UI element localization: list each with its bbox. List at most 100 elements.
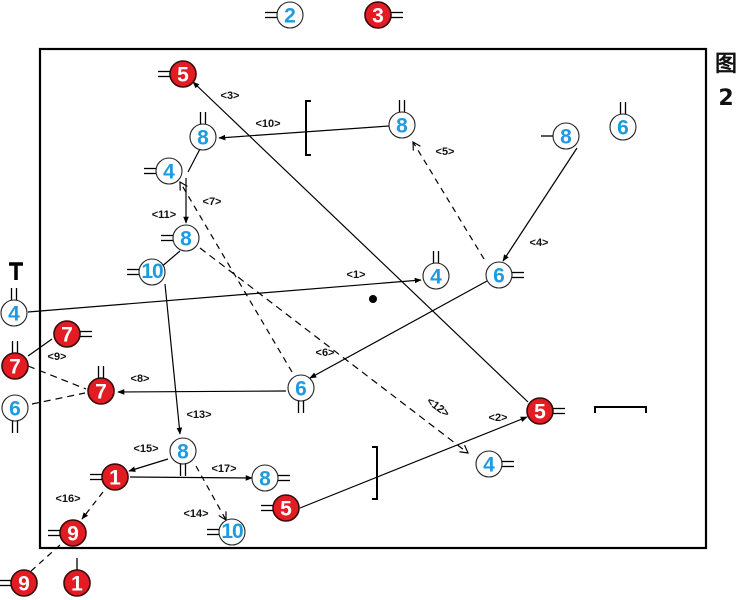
blue-player-token xyxy=(422,262,450,290)
player-blue-8-lower: 8 xyxy=(169,437,197,465)
player-number: 2 xyxy=(284,5,296,28)
red-player-token xyxy=(272,494,300,522)
line-pass-8 xyxy=(117,389,287,395)
player-blue-6-topright: 6 xyxy=(609,113,637,141)
player-number: 6 xyxy=(493,265,505,288)
player-number: 8 xyxy=(396,115,408,138)
player-red-7-upper: 7 xyxy=(53,320,81,348)
player-number: 8 xyxy=(259,468,271,491)
player-blue-6-lower: 6 xyxy=(287,374,315,402)
player-red-9-bottom: 9 xyxy=(59,519,87,547)
player-blue-10-bottom: 10 xyxy=(218,518,246,546)
player-red-1-outside: 1 xyxy=(63,569,91,597)
label-15: <15> xyxy=(133,443,158,455)
blue-player-token xyxy=(609,113,637,141)
player-blue-8-lowmid: 8 xyxy=(251,464,279,492)
figure-char: 图 xyxy=(714,52,737,77)
red-player-token xyxy=(53,320,81,348)
player-number: 4 xyxy=(483,454,495,477)
label-12: <12> xyxy=(424,395,451,420)
blue-player-token xyxy=(276,1,304,29)
player-number: 5 xyxy=(534,401,546,424)
line-pass-15 xyxy=(128,458,169,472)
player-number: 7 xyxy=(61,324,73,347)
player-blue-6-left: 6 xyxy=(1,394,29,422)
player-number: 8 xyxy=(177,441,189,464)
player-blue-4-lowright: 4 xyxy=(475,450,503,478)
line-pass-10 xyxy=(218,125,390,141)
player-red-7-left: 7 xyxy=(1,352,29,380)
label-1: <1> xyxy=(347,269,366,281)
player-number: 7 xyxy=(9,356,21,379)
player-red-5-bottom: 5 xyxy=(272,494,300,522)
red-player-token xyxy=(1,352,29,380)
player-number: 8 xyxy=(197,127,209,150)
blue-player-token xyxy=(287,374,315,402)
label-4: <4> xyxy=(530,237,549,249)
player-blue-8-right: 8 xyxy=(388,111,416,139)
bracket-mark-lower xyxy=(372,446,378,500)
label-10: <10> xyxy=(255,118,280,130)
player-red-5-right: 5 xyxy=(526,397,554,425)
label-11: <11> xyxy=(152,209,176,221)
bracket-mark-right xyxy=(594,406,647,413)
line-pass-2 xyxy=(299,416,528,509)
label-17: <17> xyxy=(211,463,236,475)
line-run-3 xyxy=(192,81,529,403)
player-number: 6 xyxy=(617,117,629,140)
label-5: <5> xyxy=(436,146,455,158)
player-number: 6 xyxy=(295,378,307,401)
player-number: 7 xyxy=(95,381,107,404)
player-number: 8 xyxy=(180,228,192,251)
line-run-9-lower xyxy=(31,392,86,405)
figure-number: 2 xyxy=(718,86,734,111)
blue-player-token xyxy=(251,464,279,492)
player-number: 9 xyxy=(67,523,79,546)
blue-player-token xyxy=(218,518,246,546)
player-number: 4 xyxy=(8,303,20,326)
label-16: <16> xyxy=(55,493,80,505)
red-player-token xyxy=(526,397,554,425)
bracket-mark-upper xyxy=(305,100,311,156)
red-player-token xyxy=(59,519,87,547)
line-run-12 xyxy=(199,247,469,454)
label-9: <9> xyxy=(48,351,67,363)
label-7: <7> xyxy=(203,196,222,208)
player-blue-4-left: 4 xyxy=(0,299,28,327)
player-number: 5 xyxy=(177,64,189,87)
label-13: <13> xyxy=(186,409,211,421)
blue-player-token xyxy=(189,123,217,151)
player-number: 10 xyxy=(141,260,163,283)
player-red-9-outside: 9 xyxy=(10,569,38,597)
label-14: <14> xyxy=(183,508,208,520)
player-red-1-lower: 1 xyxy=(101,463,129,491)
player-top-red-3: 3 xyxy=(364,1,392,29)
red-player-token xyxy=(169,60,197,88)
player-number: 8 xyxy=(560,126,572,149)
label-6: <6> xyxy=(316,347,335,359)
blue-player-token xyxy=(172,224,200,252)
red-player-token xyxy=(364,1,392,29)
blue-player-token xyxy=(0,299,28,327)
red-player-token xyxy=(101,463,129,491)
player-number: 5 xyxy=(280,498,292,521)
player-number: 6 xyxy=(9,398,21,421)
line-run-9-dashed xyxy=(27,365,87,390)
line-run-9 xyxy=(27,338,53,357)
line-run-outside xyxy=(29,544,61,573)
blue-player-token xyxy=(1,394,29,422)
line-link-11 xyxy=(187,146,202,173)
label-2: <2> xyxy=(489,412,508,424)
blue-player-token xyxy=(169,437,197,465)
line-pass-13 xyxy=(164,283,183,435)
red-player-token xyxy=(10,569,38,597)
player-number: 1 xyxy=(71,573,83,596)
blue-player-token xyxy=(155,157,183,185)
player-blue-8-mid: 8 xyxy=(189,123,217,151)
label-3: <3> xyxy=(221,90,240,102)
player-red-5-top: 5 xyxy=(169,60,197,88)
player-blue-8-farright: 8 xyxy=(552,122,580,150)
player-blue-10-upper: 10 xyxy=(138,258,166,286)
line-pass-6 xyxy=(309,280,488,379)
